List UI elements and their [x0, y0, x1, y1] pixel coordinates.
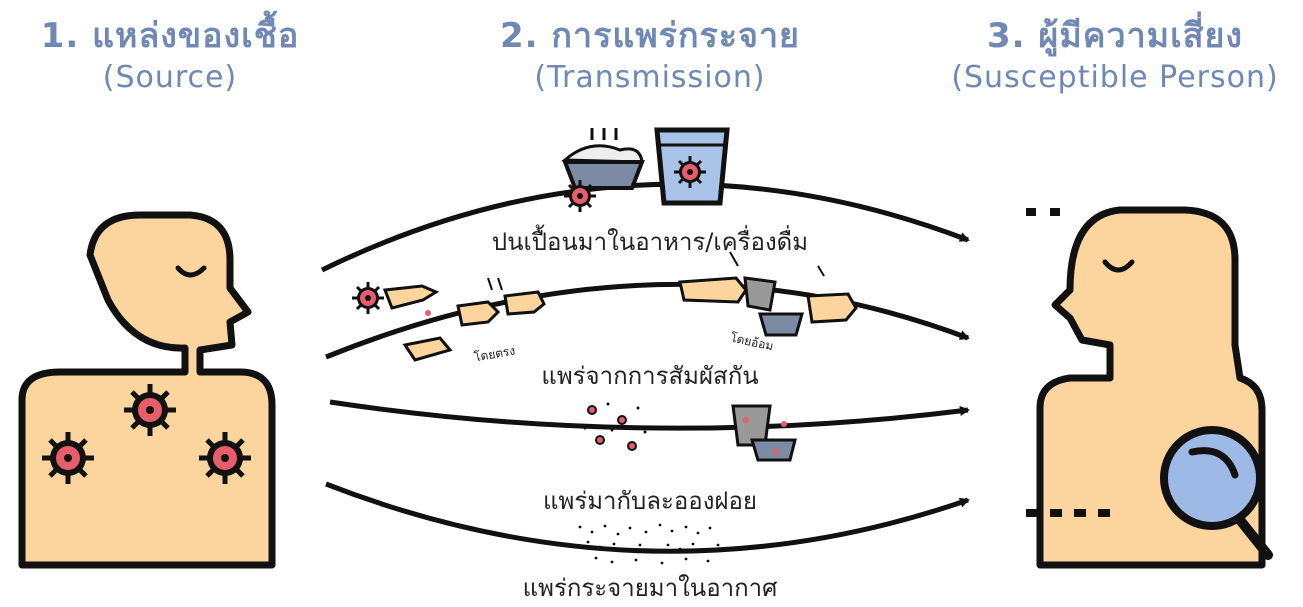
susceptible-subtitle: (Susceptible Person) [951, 60, 1279, 95]
airborne-particles [578, 523, 720, 565]
cup-bowl-icon [731, 404, 797, 462]
transmission-title: 2. การแพร่กระจาย [500, 16, 800, 56]
source-title: 1. แหล่งของเชื้อ [40, 16, 300, 56]
droplet-icons [583, 402, 797, 462]
source-subtitle: (Source) [102, 60, 238, 95]
virus-icon [350, 280, 386, 316]
hand-icon [382, 277, 546, 362]
transmission-subtitle: (Transmission) [534, 60, 766, 95]
susceptible-person [1026, 206, 1273, 569]
susceptible-dashes [1026, 208, 1110, 517]
route-food-label: ปนเปื้อนมาในอาหาร/เครื่องดื่ม [491, 228, 809, 256]
drink-cup-icon [654, 127, 730, 206]
susceptible-heading: 3. ผู้มีความเสี่ยง (Susceptible Person) [930, 14, 1300, 98]
transmission-arrows [320, 181, 970, 554]
source-heading: 1. แหล่งของเชื้อ (Source) [10, 14, 330, 98]
contact-icons [350, 251, 858, 362]
indirect-contact-icon [678, 251, 858, 337]
source-person [18, 211, 276, 569]
transmission-heading: 2. การแพร่กระจาย (Transmission) [455, 14, 845, 98]
susceptible-title: 3. ผู้มีความเสี่ยง [987, 16, 1243, 56]
route-contact-label: แพร่จากการสัมผัสกัน [541, 362, 759, 390]
route-droplet-label: แพร่มากับละอองฝอย [543, 487, 757, 515]
magnifier-icon [1160, 426, 1273, 560]
route-airborne-label: แพร่กระจายมาในอากาศ [522, 574, 778, 602]
food-bowl-icon [561, 128, 645, 214]
